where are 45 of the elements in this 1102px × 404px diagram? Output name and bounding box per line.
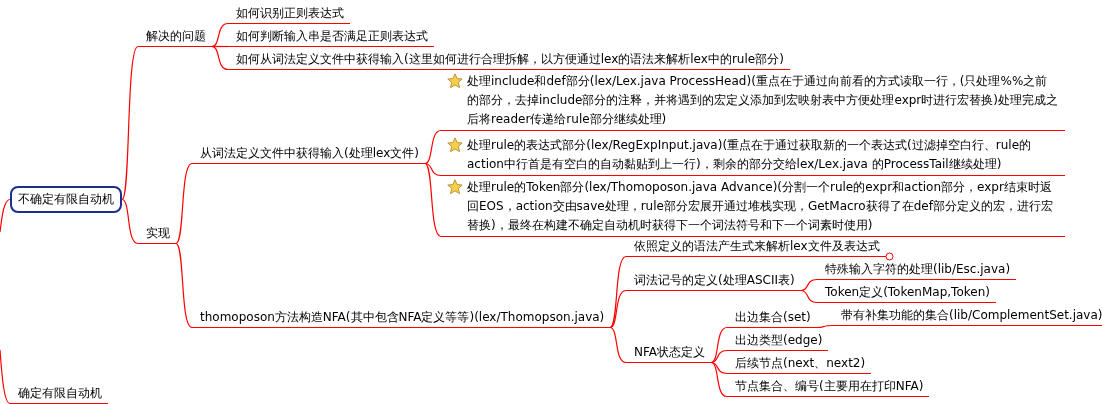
branch-line xyxy=(211,22,229,48)
branch-line xyxy=(816,324,834,329)
branch-line xyxy=(211,45,229,71)
branch-line xyxy=(609,255,627,329)
topic-text: 特殊输入字符的处理(lib/Esc.java) xyxy=(817,261,1017,280)
topic-text: 从词法定义文件中获得输入(处理lex文件) xyxy=(192,145,425,164)
branch-line xyxy=(800,289,818,304)
branch-line xyxy=(121,198,139,245)
topic-text: NFA状态定义 xyxy=(626,344,711,363)
branch-line xyxy=(424,129,442,165)
branch-line xyxy=(609,326,627,364)
topic-text: 解决的问题 xyxy=(138,28,212,47)
branch-line xyxy=(211,45,229,48)
topic-text: 如何识别正则表达式 xyxy=(228,5,350,24)
topic-text: 处理rule的Token部分(lex/Thomoposon.java Advance)(分割一个rule的expr和action部分，expr结束时返回EOS，action交由save处理，rule部分宏展开通过堆栈实现，GetMacro获得了在def部分定义的宏，进行宏替换)，最终在构建不确定自动机时获得下一个词法符号和下一个词素时使用) xyxy=(467,179,1054,234)
topic-text: 出边类型(edge) xyxy=(727,332,829,351)
branch-line xyxy=(710,349,728,364)
topic-text: 词法记号的定义(处理ASCII表) xyxy=(626,272,801,291)
branch-line xyxy=(424,162,442,238)
topic-text: 依照定义的语法产生式来解析lex文件及表达式 xyxy=(626,238,886,257)
topic-text: thomoposon方法构造NFA(其中包含NFA定义等等)(lex/Thomopson.java) xyxy=(192,309,611,328)
branch-line xyxy=(175,242,193,329)
topic-text: 确定有限自动机 xyxy=(10,385,108,404)
branch-line xyxy=(710,361,728,398)
topic-branch xyxy=(441,136,1065,176)
branch-line xyxy=(0,349,11,404)
branch-line xyxy=(0,198,11,233)
topic-text: Token定义(TokenMap,Token) xyxy=(817,284,996,303)
topic-text: 实现 xyxy=(138,225,176,244)
branch-line xyxy=(175,162,193,245)
branch-line xyxy=(800,278,818,292)
root-topic: 不确定有限自动机 xyxy=(10,186,122,213)
topic-text: 后续节点(next、next2) xyxy=(727,355,872,374)
branch-line xyxy=(710,326,728,364)
topic-text: 带有补集功能的集合(lib/ComplementSet.java) xyxy=(833,307,1102,326)
branch-line xyxy=(710,361,728,375)
branch-line xyxy=(121,45,139,201)
topic-text: 节点集合、编号(主要用在打印NFA) xyxy=(727,378,930,397)
topic-text: 出边集合(set) xyxy=(727,309,817,328)
topic-text: 处理include和def部分(lex/Lex.java ProcessHead)(重点在于通过向前看的方式读取一行，(只处理%%之前的部分，去掉include部分的注释，并将遇到的宏定义添加到宏映射表中方便处理expr时进行宏替换)处理完成之后将reader传递给rule部分继续处理) xyxy=(467,73,1059,128)
branch-line xyxy=(609,289,627,329)
branch-line xyxy=(424,162,442,177)
topic-text: 如何从词法定义文件中获得输入(这里如何进行合理拆解，以方便通过lex的语法来解析lex中的rule部分) xyxy=(228,51,790,70)
topic-text: 如何判断输入串是否满足正则表达式 xyxy=(228,28,434,47)
topic-text: 处理rule的表达式部分(lex/RegExpInput.java)(重点在于通过获取新的一个表达式(过滤掉空白行、rule的action中行首是有空白的自动黏贴到上一行)，剩余的部分交给lex/Lex.java 的ProcessTail继续处理) xyxy=(467,137,1033,173)
